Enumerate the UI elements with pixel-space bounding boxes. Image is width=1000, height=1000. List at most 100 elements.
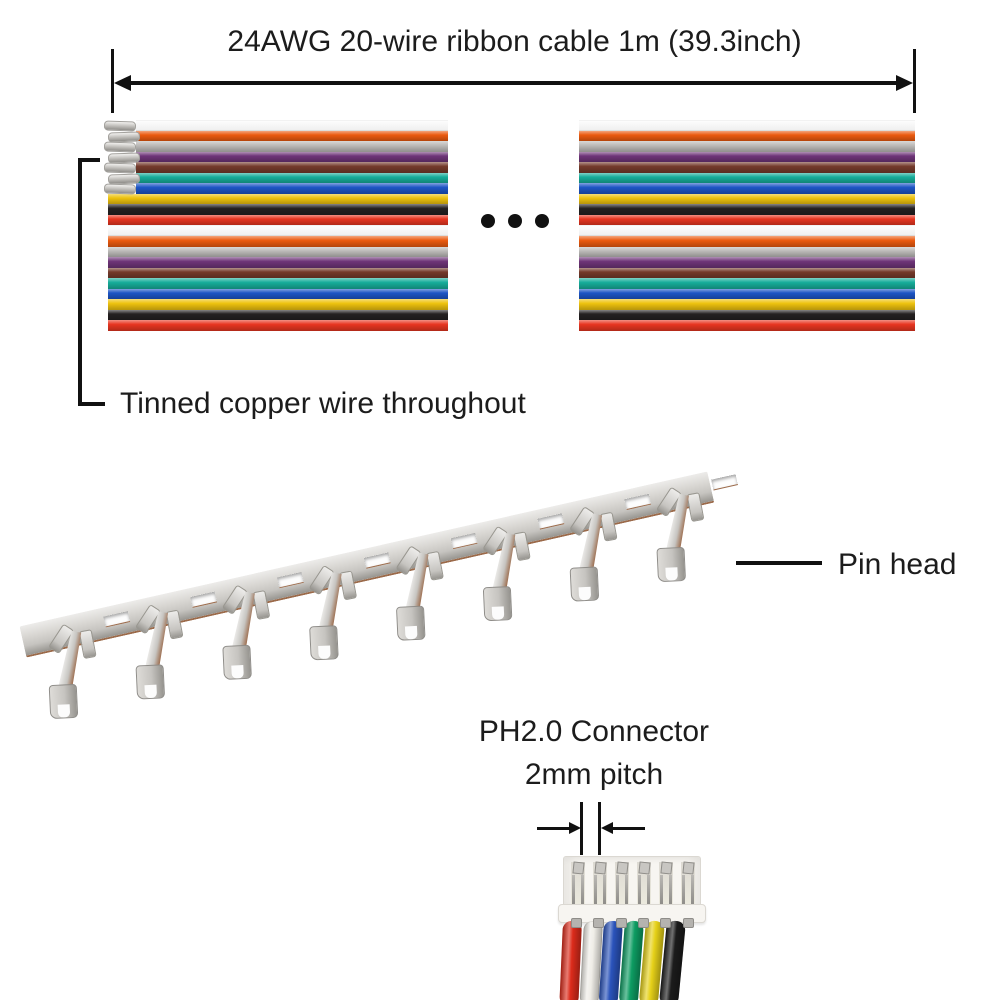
crimp-terminal xyxy=(123,603,186,711)
ribbon-wire-silver xyxy=(108,246,448,258)
ribbon-wire-black xyxy=(108,309,448,321)
crimp-nub xyxy=(615,918,627,928)
tinned-copper-label: Tinned copper wire throughout xyxy=(120,387,526,420)
ribbon-wire-orange xyxy=(108,236,448,247)
contact-pin xyxy=(625,875,628,904)
crimp-nub xyxy=(660,918,672,928)
ribbon-cable-left-segment xyxy=(108,120,448,331)
cable-spec-label: 24AWG 20-wire ribbon cable 1m (39.3inch) xyxy=(227,25,802,58)
strip-hole xyxy=(537,513,565,530)
ribbon-wire-yellow xyxy=(108,299,448,310)
tinned-tip xyxy=(107,130,141,143)
dimension-end-bar-right xyxy=(913,49,916,113)
pitch-arrow-line-right xyxy=(611,827,645,830)
ribbon-wire-teal xyxy=(108,278,448,289)
connector-slot xyxy=(681,861,695,906)
crimp-wing-right xyxy=(686,492,705,523)
crimp-terminal xyxy=(36,623,99,730)
ribbon-wire-blue xyxy=(579,288,915,300)
retention-tab-icon xyxy=(594,861,607,875)
strip-hole xyxy=(277,572,304,589)
crimp-barrel xyxy=(482,586,513,622)
crimp-wing-right xyxy=(425,550,444,581)
ribbon-wire-red xyxy=(108,214,448,226)
tinned-tip xyxy=(103,120,137,132)
ribbon-wire-brown xyxy=(579,162,915,173)
ribbon-wire-red xyxy=(579,320,915,331)
strip-hole xyxy=(363,552,391,569)
strip-hole xyxy=(450,532,478,550)
ribbon-wire-orange xyxy=(579,236,915,247)
dimension-arrowhead-right-icon xyxy=(896,75,913,91)
ribbon-wire-purple xyxy=(136,151,448,163)
ribbon-wire-yellow xyxy=(579,299,915,310)
crimp-terminal xyxy=(383,545,446,652)
tinned-tip xyxy=(103,162,137,174)
dimension-line xyxy=(126,81,898,85)
tinned-tip xyxy=(107,152,141,164)
ribbon-wire-silver xyxy=(136,141,448,152)
ribbon-wire-orange xyxy=(136,130,448,142)
pitch-extension-line-right xyxy=(598,802,601,855)
ph2-connector-label: PH2.0 Connector 2mm pitch xyxy=(414,710,774,796)
ph2-connector-housing xyxy=(563,856,701,909)
connector-slot xyxy=(593,861,607,906)
retention-tab-icon xyxy=(616,861,629,875)
ribbon-wire-orange xyxy=(579,130,915,142)
crimp-terminal xyxy=(470,525,533,633)
crimp-wing-right xyxy=(165,609,184,640)
ribbon-wire-blue xyxy=(579,183,915,194)
continuation-dot xyxy=(535,214,549,228)
ribbon-wire-teal xyxy=(579,172,915,184)
pin-head-carrier-strip xyxy=(19,471,738,720)
tinned-bracket-bottom-arm xyxy=(78,402,105,406)
connector-wire-red xyxy=(559,920,582,1000)
contact-pin xyxy=(660,875,663,904)
strip-hole xyxy=(624,493,652,511)
retention-tab-icon xyxy=(660,861,673,875)
ribbon-wire-blue xyxy=(108,288,448,300)
ribbon-wire-red xyxy=(108,320,448,331)
ribbon-wire-purple xyxy=(579,257,915,268)
crimp-wing-right xyxy=(599,511,618,542)
tinned-bracket-vertical-line xyxy=(78,158,82,406)
ribbon-wire-blue xyxy=(136,183,448,194)
contact-pin xyxy=(669,875,672,904)
ribbon-wire-yellow xyxy=(108,193,448,205)
retention-tab-icon xyxy=(572,861,585,875)
crimp-terminal xyxy=(296,564,359,672)
ribbon-wire-black xyxy=(579,204,915,215)
crimp-nub xyxy=(682,918,694,928)
ribbon-wire-teal xyxy=(579,278,915,289)
contact-pin xyxy=(572,875,575,904)
crimp-terminal xyxy=(644,486,707,593)
ribbon-wire-purple xyxy=(108,257,448,268)
pin-head-pointer-line xyxy=(736,561,822,565)
pitch-arrowhead-left-icon xyxy=(569,822,581,834)
ribbon-wire-white xyxy=(579,120,915,131)
crimp-terminal xyxy=(557,506,620,613)
continuation-dot xyxy=(508,214,522,228)
ribbon-wire-teal xyxy=(136,172,448,184)
pitch-extension-line-left xyxy=(580,802,583,855)
tinned-tip xyxy=(107,173,141,185)
dimension-arrowhead-left-icon xyxy=(114,75,131,91)
connector-slot xyxy=(571,861,585,906)
crimp-barrel xyxy=(569,566,600,602)
ribbon-wire-silver xyxy=(579,246,915,258)
contact-pin xyxy=(616,875,619,904)
ph2-connector-label-line2: 2mm pitch xyxy=(524,758,664,791)
ribbon-wire-silver xyxy=(579,141,915,152)
dimension-end-bar-left xyxy=(111,49,114,113)
crimp-terminal xyxy=(210,584,273,691)
ribbon-wire-red xyxy=(579,214,915,226)
retention-tab-icon xyxy=(682,861,695,875)
ribbon-wire-brown xyxy=(579,267,915,279)
crimp-wing-right xyxy=(512,531,531,562)
contact-pin xyxy=(638,875,641,904)
crimp-barrel xyxy=(48,683,79,720)
ribbon-wire-white xyxy=(579,225,915,237)
contact-pin xyxy=(691,875,694,904)
contact-pin xyxy=(594,875,597,904)
